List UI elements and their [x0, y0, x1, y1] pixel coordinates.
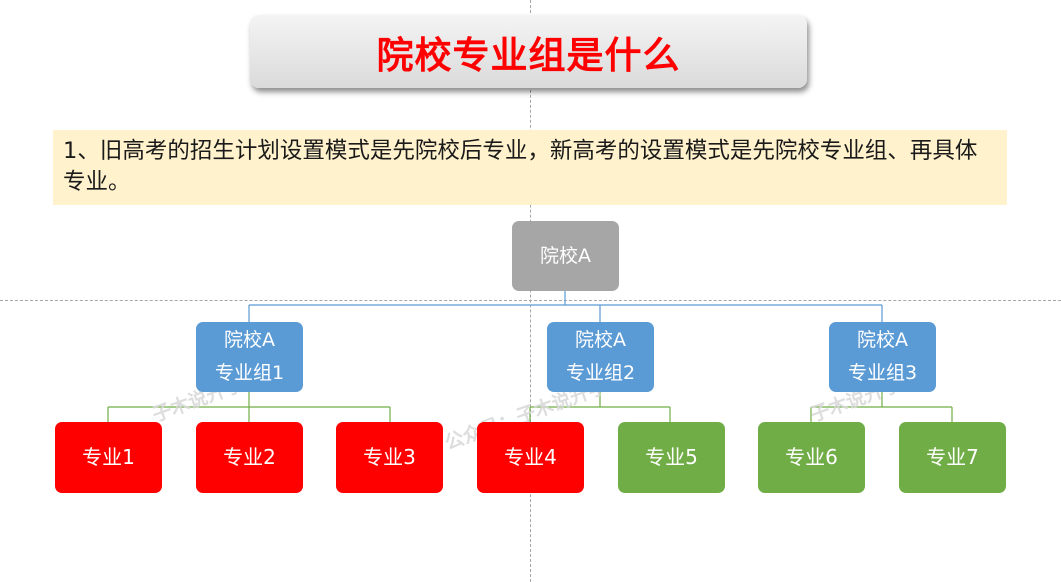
major-node-label: 专业2: [223, 445, 276, 469]
group-node-line2: 专业组2: [565, 362, 636, 384]
major-node-1: 专业1: [55, 422, 162, 493]
group-node-line1: 院校A: [857, 329, 908, 351]
note-text: 1、旧高考的招生计划设置模式是先院校后专业，新高考的设置模式是先院校专业组、再具…: [63, 138, 978, 195]
group-node-line2: 专业组1: [214, 362, 285, 384]
group-node-line2: 专业组3: [847, 362, 918, 384]
major-node-7: 专业7: [899, 422, 1006, 493]
slide-title: 院校专业组是什么: [376, 33, 681, 77]
major-node-label: 专业6: [785, 445, 838, 469]
vertical-guide-line: [530, 0, 531, 582]
connector-group1-majors: [107, 392, 391, 422]
connector-group2-majors: [529, 392, 671, 422]
major-node-label: 专业7: [926, 445, 979, 469]
major-node-label: 专业4: [504, 445, 557, 469]
major-node-label: 专业1: [82, 445, 135, 469]
group-node-line1: 院校A: [575, 329, 626, 351]
note-box: 1、旧高考的招生计划设置模式是先院校后专业，新高考的设置模式是先院校专业组、再具…: [53, 130, 1007, 205]
root-node: 院校A: [512, 221, 619, 291]
horizontal-guide-line: [0, 300, 1061, 301]
major-node-label: 专业3: [363, 445, 416, 469]
major-node-2: 专业2: [196, 422, 303, 493]
major-node-label: 专业5: [645, 445, 698, 469]
group-node-2: 院校A 专业组2: [547, 322, 654, 392]
connector-group3-majors: [810, 392, 953, 422]
group-node-1: 院校A 专业组1: [196, 322, 303, 392]
root-node-label: 院校A: [540, 244, 591, 267]
major-node-5: 专业5: [618, 422, 725, 493]
major-node-4: 专业4: [477, 422, 584, 493]
title-banner: 院校专业组是什么: [250, 15, 807, 88]
major-node-3: 专业3: [336, 422, 443, 493]
group-node-3: 院校A 专业组3: [829, 322, 936, 392]
connector-root-groups: [248, 291, 883, 322]
group-node-line1: 院校A: [224, 329, 275, 351]
major-node-6: 专业6: [758, 422, 865, 493]
